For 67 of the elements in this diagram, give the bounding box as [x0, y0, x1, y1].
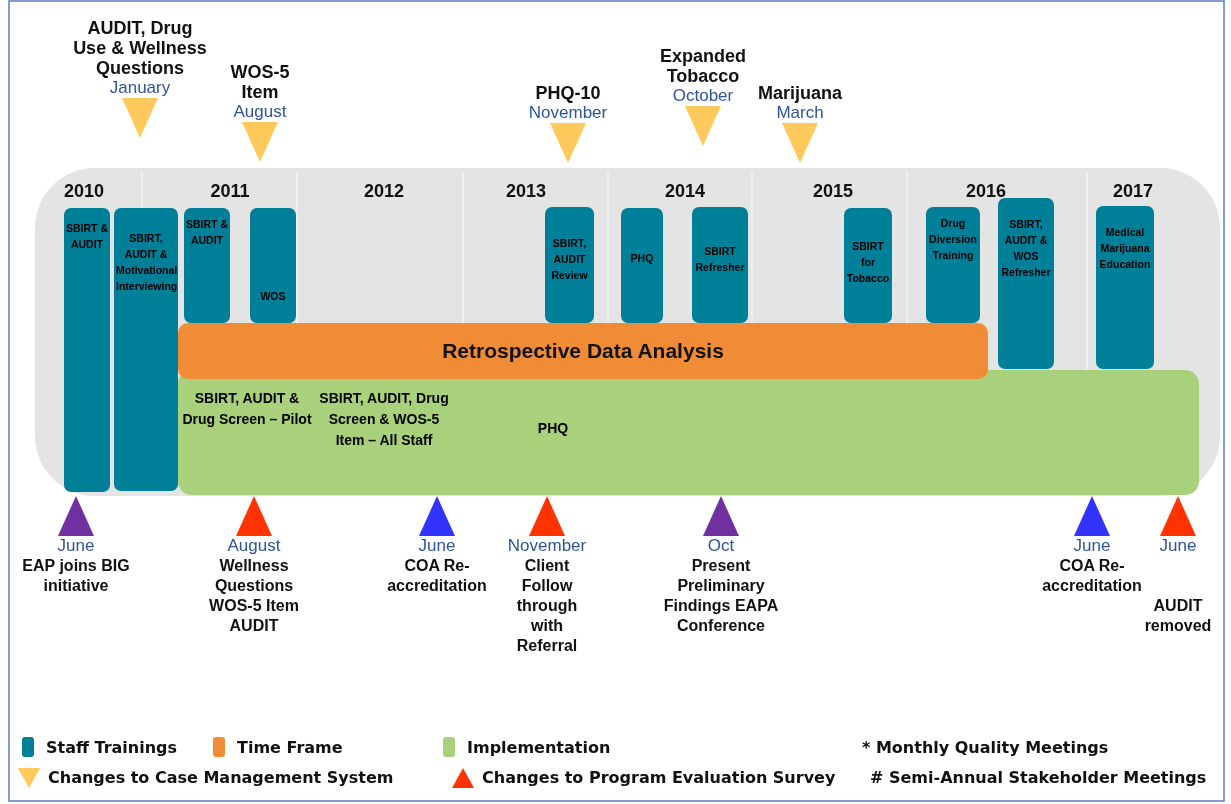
milestone-label: COA Re-accreditation [386, 556, 488, 596]
milestone-label: COA Re-accreditation [1041, 556, 1143, 596]
training-bar [844, 208, 892, 323]
training-bar [1096, 206, 1154, 369]
phase-label: SBIRT, AUDIT, Drug Screen & WOS-5 Item – All Staff [318, 389, 450, 450]
year-label: 2016 [964, 181, 1007, 202]
bar-label: PHQ [629, 251, 655, 266]
month-label: March [775, 103, 825, 123]
milestone-label: Marijuana [757, 83, 843, 103]
milestone-label: AUDIT, Drug Use & Wellness Questions [72, 18, 208, 78]
bar-label: Drug Diversion Training [928, 216, 978, 263]
year-label: 2011 [209, 181, 251, 202]
bar-label: WOS [259, 289, 287, 304]
bar-label: SBIRT, AUDIT & Motivational Interviewing [116, 231, 176, 294]
month-label: June [1158, 536, 1198, 556]
training-bar [692, 207, 748, 323]
training-bar [184, 208, 230, 323]
training-bar [114, 208, 178, 491]
milestone-label: AUDIT removed [1144, 596, 1212, 636]
bar-label: SBIRT for Tobacco [846, 239, 890, 286]
month-label: August [232, 102, 288, 122]
milestone-label: Present Preliminary Findings EAPA Conference [662, 556, 780, 636]
milestone-label: PHQ-10 [534, 83, 602, 103]
milestone-label: Client Follow through with Referral [515, 556, 579, 656]
bar-label: SBIRT & AUDIT [186, 217, 228, 248]
training-bar [926, 207, 980, 323]
year-label: 2010 [62, 181, 105, 202]
milestone-label: WOS-5 Item [229, 62, 291, 102]
month-label: October [671, 86, 735, 106]
training-bar [998, 198, 1054, 369]
legend-label: Time Frame [237, 738, 343, 757]
training-bar [621, 208, 663, 323]
month-label: Oct [706, 536, 736, 556]
legend-label: Changes to Program Evaluation Survey [482, 768, 836, 787]
timeframe-band [178, 323, 988, 379]
month-label: November [527, 103, 609, 123]
year-label: 2014 [663, 181, 706, 202]
bar-label: SBIRT, AUDIT Review [550, 236, 589, 283]
phase-label: PHQ [536, 419, 570, 438]
legend-label: * Monthly Quality Meetings [862, 738, 1109, 757]
month-label: January [108, 78, 172, 98]
year-label: 2017 [1111, 181, 1154, 202]
month-label: August [226, 536, 282, 556]
milestone-label: Expanded Tobacco [659, 46, 747, 86]
milestone-label: Wellness Questions WOS-5 Item AUDIT [208, 556, 300, 636]
training-bar [64, 208, 110, 492]
bar-label: SBIRT, AUDIT & WOS Refresher [1000, 217, 1052, 280]
band-title: Retrospective Data Analysis [441, 339, 725, 363]
training-bar [250, 208, 296, 323]
year-label: 2015 [811, 181, 854, 202]
legend-label: Changes to Case Management System [48, 768, 394, 787]
legend-label: Staff Trainings [46, 738, 178, 757]
month-label: June [56, 536, 96, 556]
training-bar [545, 207, 594, 323]
month-label: June [417, 536, 457, 556]
bar-label: SBIRT Refresher [694, 244, 746, 275]
phase-label: SBIRT, AUDIT & Drug Screen – Pilot [181, 389, 313, 429]
bar-label: SBIRT & AUDIT [66, 221, 108, 252]
bar-label: Medical Marijuana Education [1098, 225, 1152, 272]
milestone-label: EAP joins BIG initiative [21, 556, 131, 596]
legend-label: Implementation [467, 738, 611, 757]
month-label: November [506, 536, 588, 556]
implementation-band [178, 370, 1199, 495]
month-label: June [1072, 536, 1112, 556]
legend-label: # Semi-Annual Stakeholder Meetings [870, 768, 1207, 787]
year-label: 2013 [504, 181, 547, 202]
year-label: 2012 [362, 181, 405, 202]
